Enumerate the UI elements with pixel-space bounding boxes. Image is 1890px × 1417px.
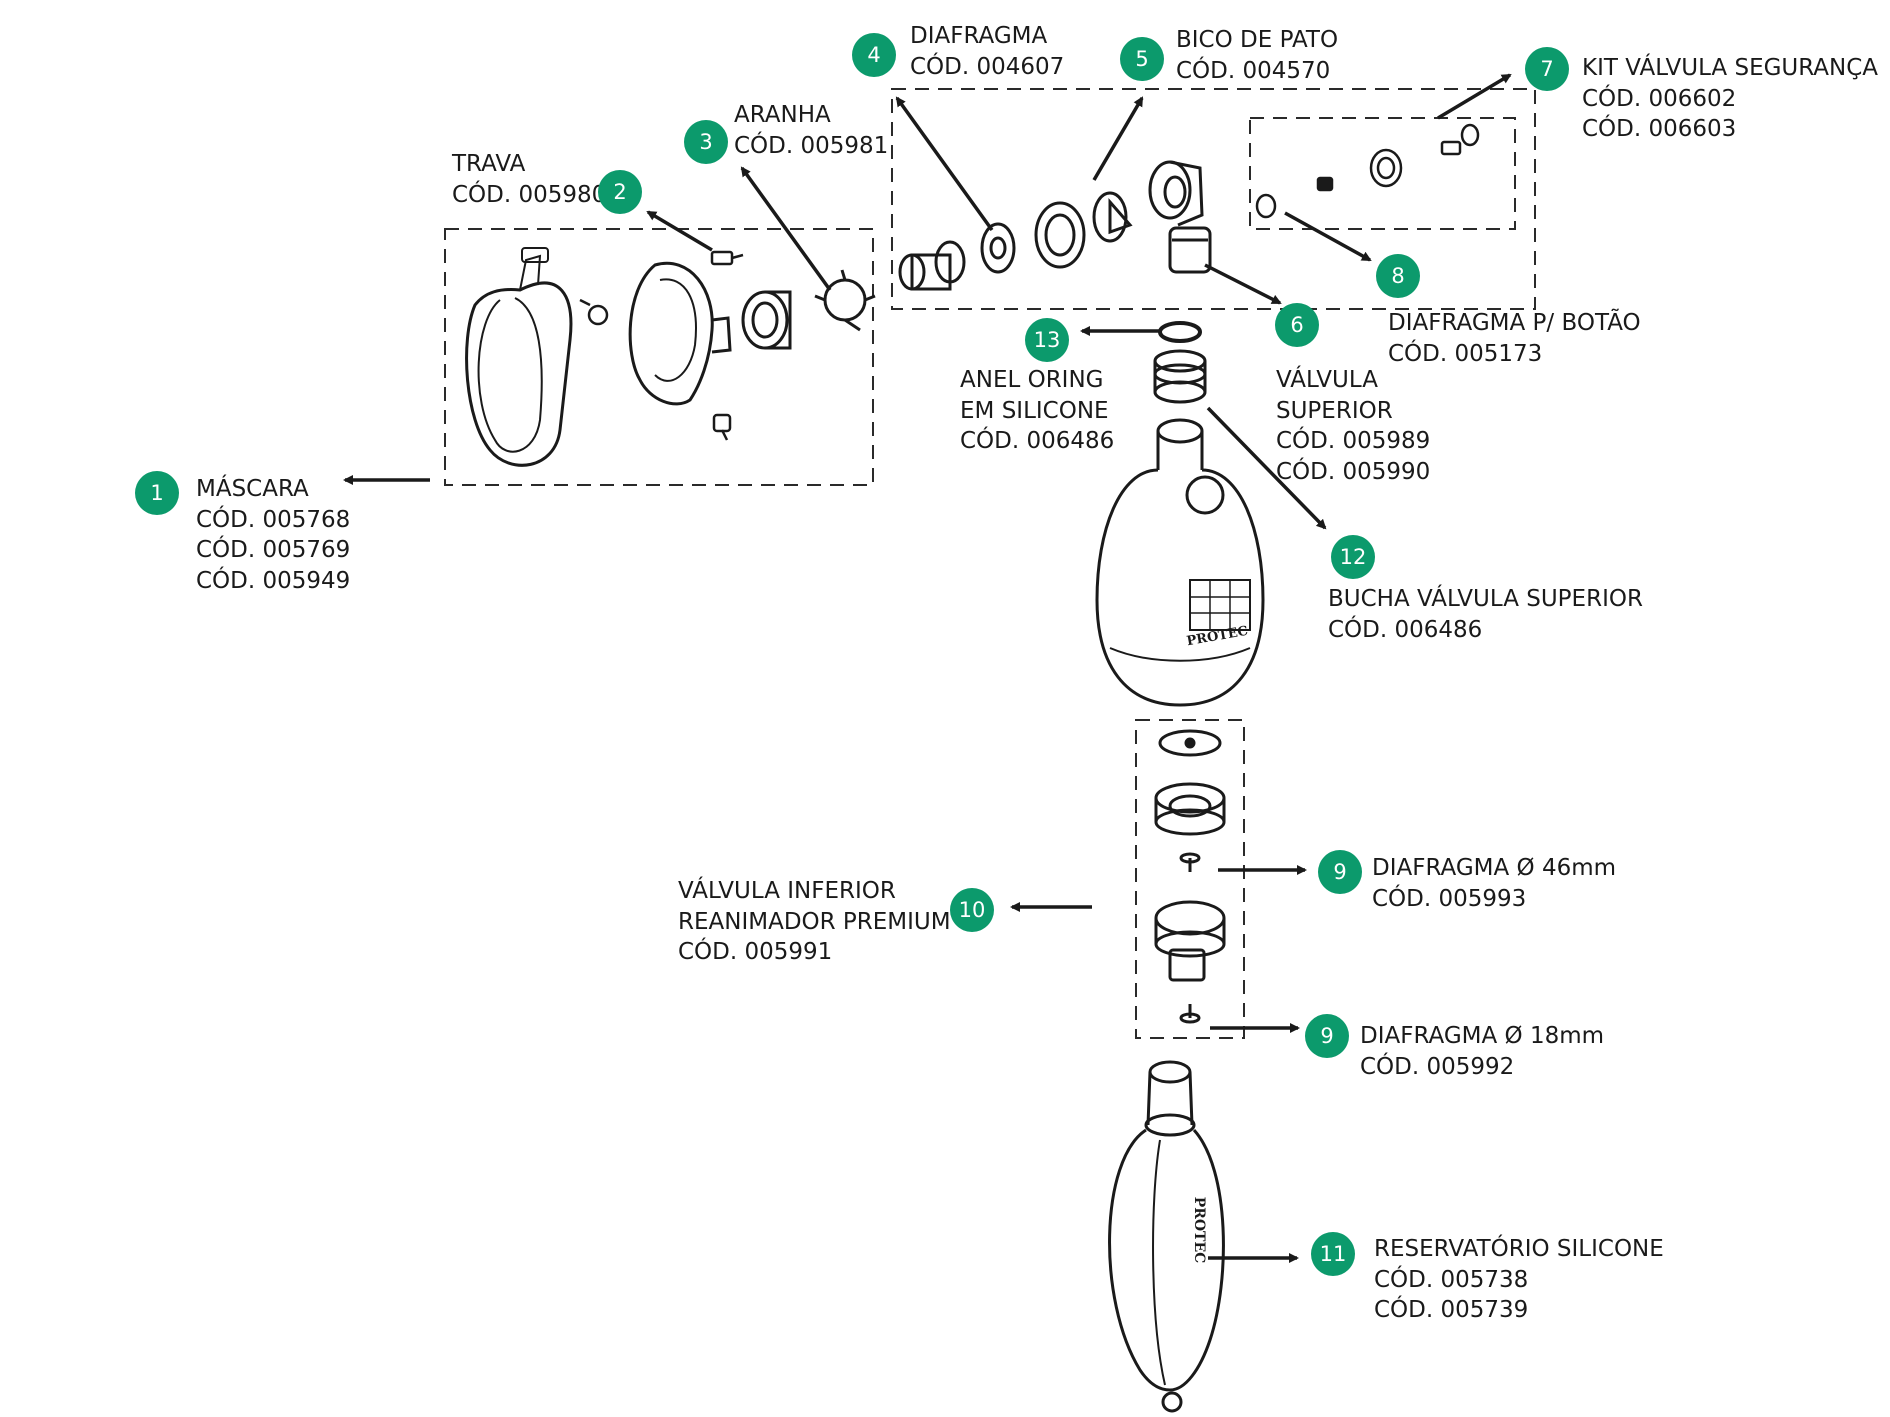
reservoir-brand-text: PROTEC — [1191, 1197, 1207, 1264]
badge-9-18mm: 9 — [1305, 1014, 1349, 1058]
spider-illustration — [814, 269, 876, 332]
arrow-3 — [740, 166, 832, 292]
lower-valve-parts-illustration — [1154, 729, 1226, 1024]
patient-valve-parts-illustration — [898, 160, 1212, 291]
arrow-6 — [1204, 263, 1282, 305]
lower-valve-group-box — [1135, 719, 1245, 1039]
bag-brand-text: PROTEC — [1186, 624, 1250, 650]
bag-illustration — [1095, 418, 1265, 707]
badge-5: 5 — [1120, 37, 1164, 81]
badge-7: 7 — [1525, 47, 1569, 91]
badge-2: 2 — [598, 170, 642, 214]
arrow-2 — [646, 210, 713, 252]
badge-10: 10 — [950, 888, 994, 932]
arrow-7 — [1437, 73, 1512, 120]
safety-valve-parts-illustration — [1255, 123, 1480, 219]
badge-4: 4 — [852, 33, 896, 77]
badge-13: 13 — [1025, 318, 1069, 362]
upper-valve-illustration — [1153, 349, 1207, 404]
mask-illustration — [465, 247, 573, 467]
mask-adapter-illustration — [741, 290, 792, 350]
arrow-4 — [895, 96, 994, 232]
badge-3: 3 — [684, 120, 728, 164]
oring-illustration — [1158, 321, 1202, 343]
badge-9-46mm: 9 — [1318, 850, 1362, 894]
leader-arrows — [343, 73, 1512, 1263]
mask-cushion-illustration — [628, 261, 732, 406]
arrow-12 — [1206, 406, 1327, 530]
safety-valve-group-box — [1249, 117, 1516, 230]
reservoir-illustration — [1108, 1060, 1225, 1413]
badge-12: 12 — [1331, 535, 1375, 579]
badge-1: 1 — [135, 471, 179, 515]
badge-6: 6 — [1275, 303, 1319, 347]
patient-valve-group-box — [891, 88, 1536, 310]
badge-8: 8 — [1376, 254, 1420, 298]
badge-11: 11 — [1311, 1232, 1355, 1276]
mask-group-box — [444, 228, 874, 486]
mask-pins-illustration — [579, 250, 744, 441]
arrow-5 — [1092, 96, 1144, 181]
arrow-8 — [1284, 211, 1372, 262]
